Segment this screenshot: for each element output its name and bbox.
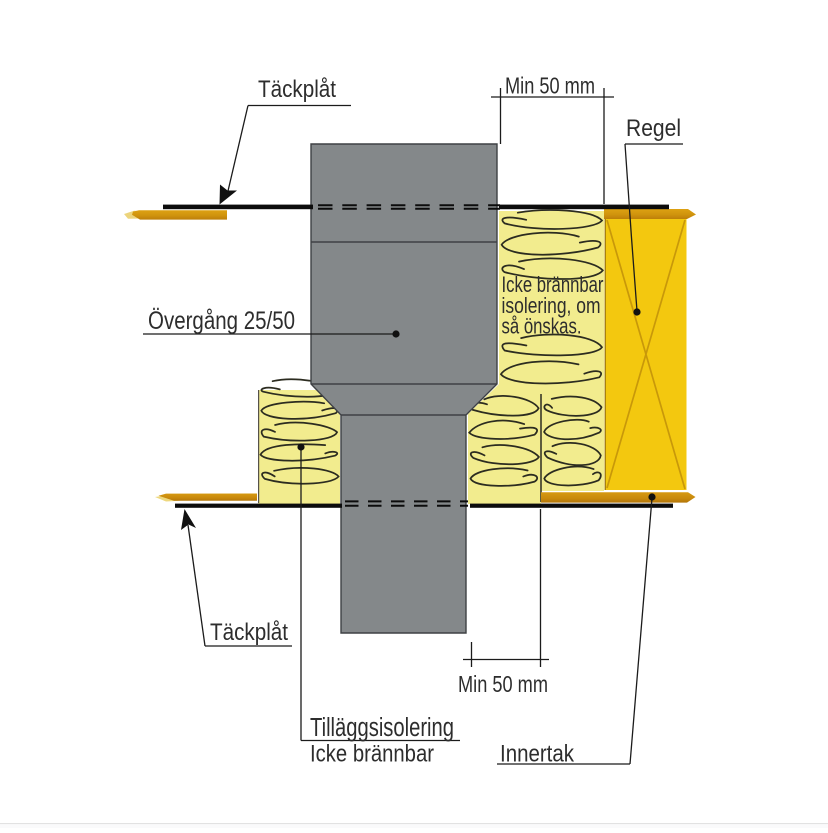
svg-text:Täckplåt: Täckplåt — [258, 76, 336, 103]
svg-text:Min 50 mm: Min 50 mm — [458, 671, 548, 697]
svg-text:Regel: Regel — [626, 115, 681, 142]
svg-text:så önskas.: så önskas. — [502, 314, 582, 339]
svg-text:Icke brännbar: Icke brännbar — [310, 741, 434, 768]
svg-text:Icke brännbar: Icke brännbar — [502, 272, 604, 297]
svg-text:isolering, om: isolering, om — [502, 293, 601, 318]
svg-text:Min 50 mm: Min 50 mm — [505, 73, 595, 99]
svg-text:Täckplåt: Täckplåt — [210, 619, 288, 646]
svg-text:Övergång 25/50: Övergång 25/50 — [148, 307, 295, 335]
svg-text:Tilläggsisolering: Tilläggsisolering — [310, 714, 454, 742]
svg-text:Innertak: Innertak — [500, 741, 575, 768]
